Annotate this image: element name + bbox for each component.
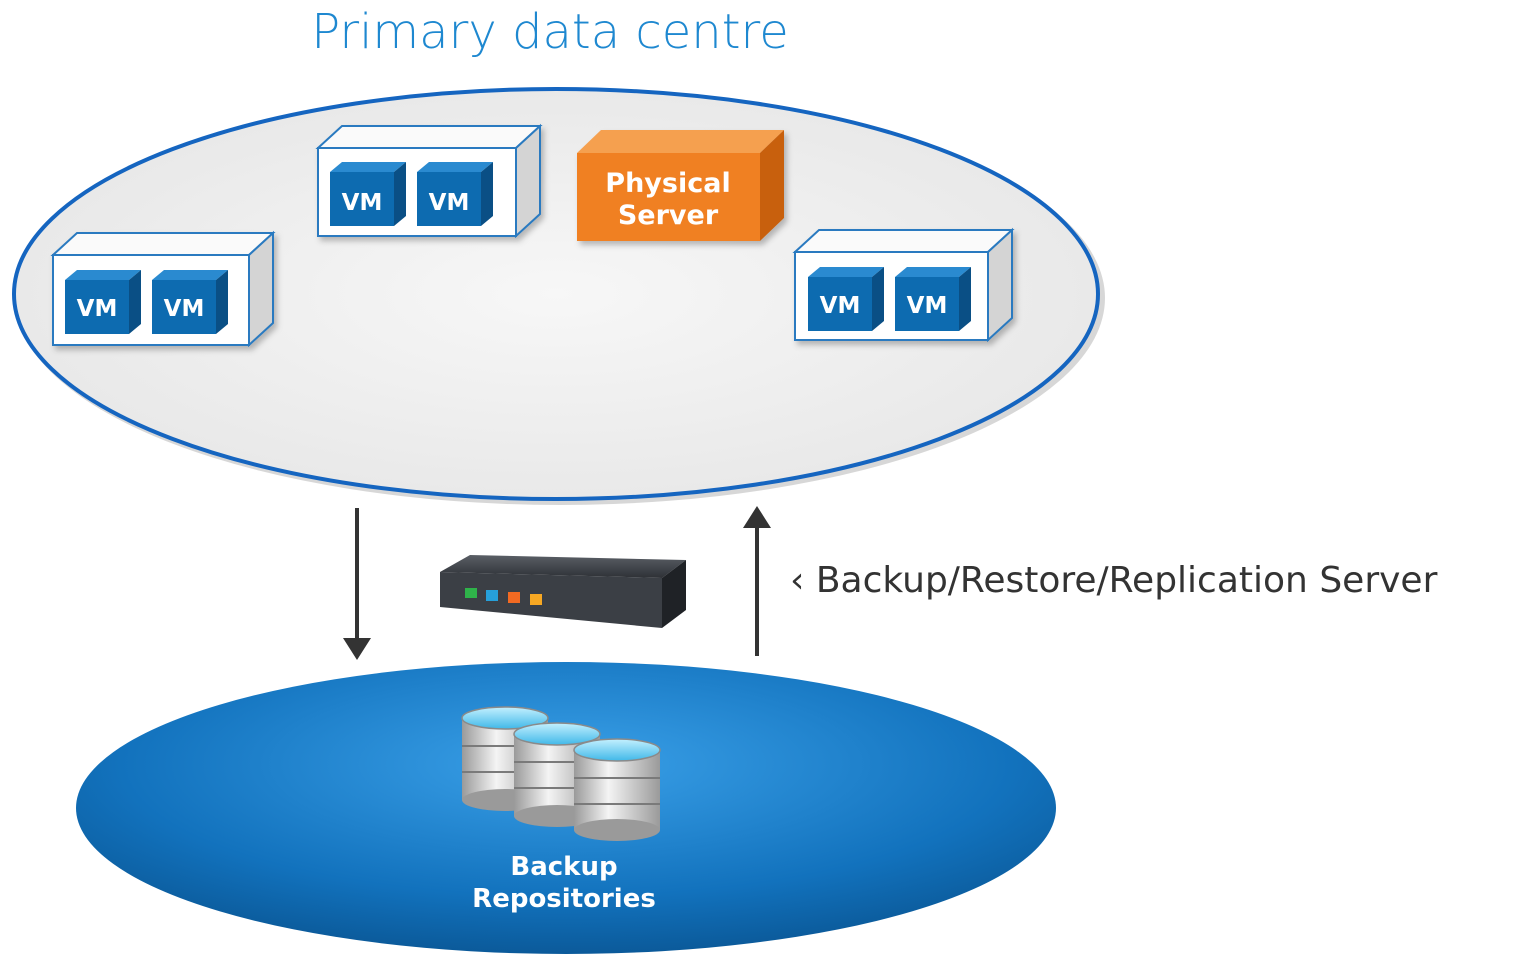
database-cylinder <box>573 738 661 841</box>
primary-datacentre-ellipse <box>12 87 1100 501</box>
database-cylinder <box>461 706 549 811</box>
vm-label: VM <box>907 293 948 319</box>
vm-label: VM <box>164 296 205 322</box>
database-stack-icon <box>461 706 661 841</box>
network-appliance-icon <box>440 555 686 628</box>
backup-repositories-label-line1: Backup <box>510 852 617 882</box>
vm-label: VM <box>77 296 118 322</box>
vm-icon: VM <box>152 270 228 334</box>
backup-server-label: ‹ Backup/Restore/Replication Server <box>790 560 1438 601</box>
vm-icon: VM <box>330 162 406 226</box>
physical-server-label-line2: Server <box>618 200 719 231</box>
arrow-down-icon <box>343 508 371 660</box>
vm-icon: VM <box>895 267 971 331</box>
physical-server-icon <box>577 130 784 241</box>
vm-label: VM <box>820 293 861 319</box>
vm-icon: VM <box>808 267 884 331</box>
vm-icon: VM <box>65 270 141 334</box>
page-title: Primary data centre <box>311 4 789 60</box>
vm-icon: VM <box>417 162 493 226</box>
arrow-up-icon <box>743 506 771 656</box>
vm-label: VM <box>429 190 470 216</box>
backup-repositories-label-line2: Repositories <box>472 884 656 914</box>
vm-label: VM <box>342 190 383 216</box>
physical-server-label-line1: Physical <box>605 168 730 199</box>
